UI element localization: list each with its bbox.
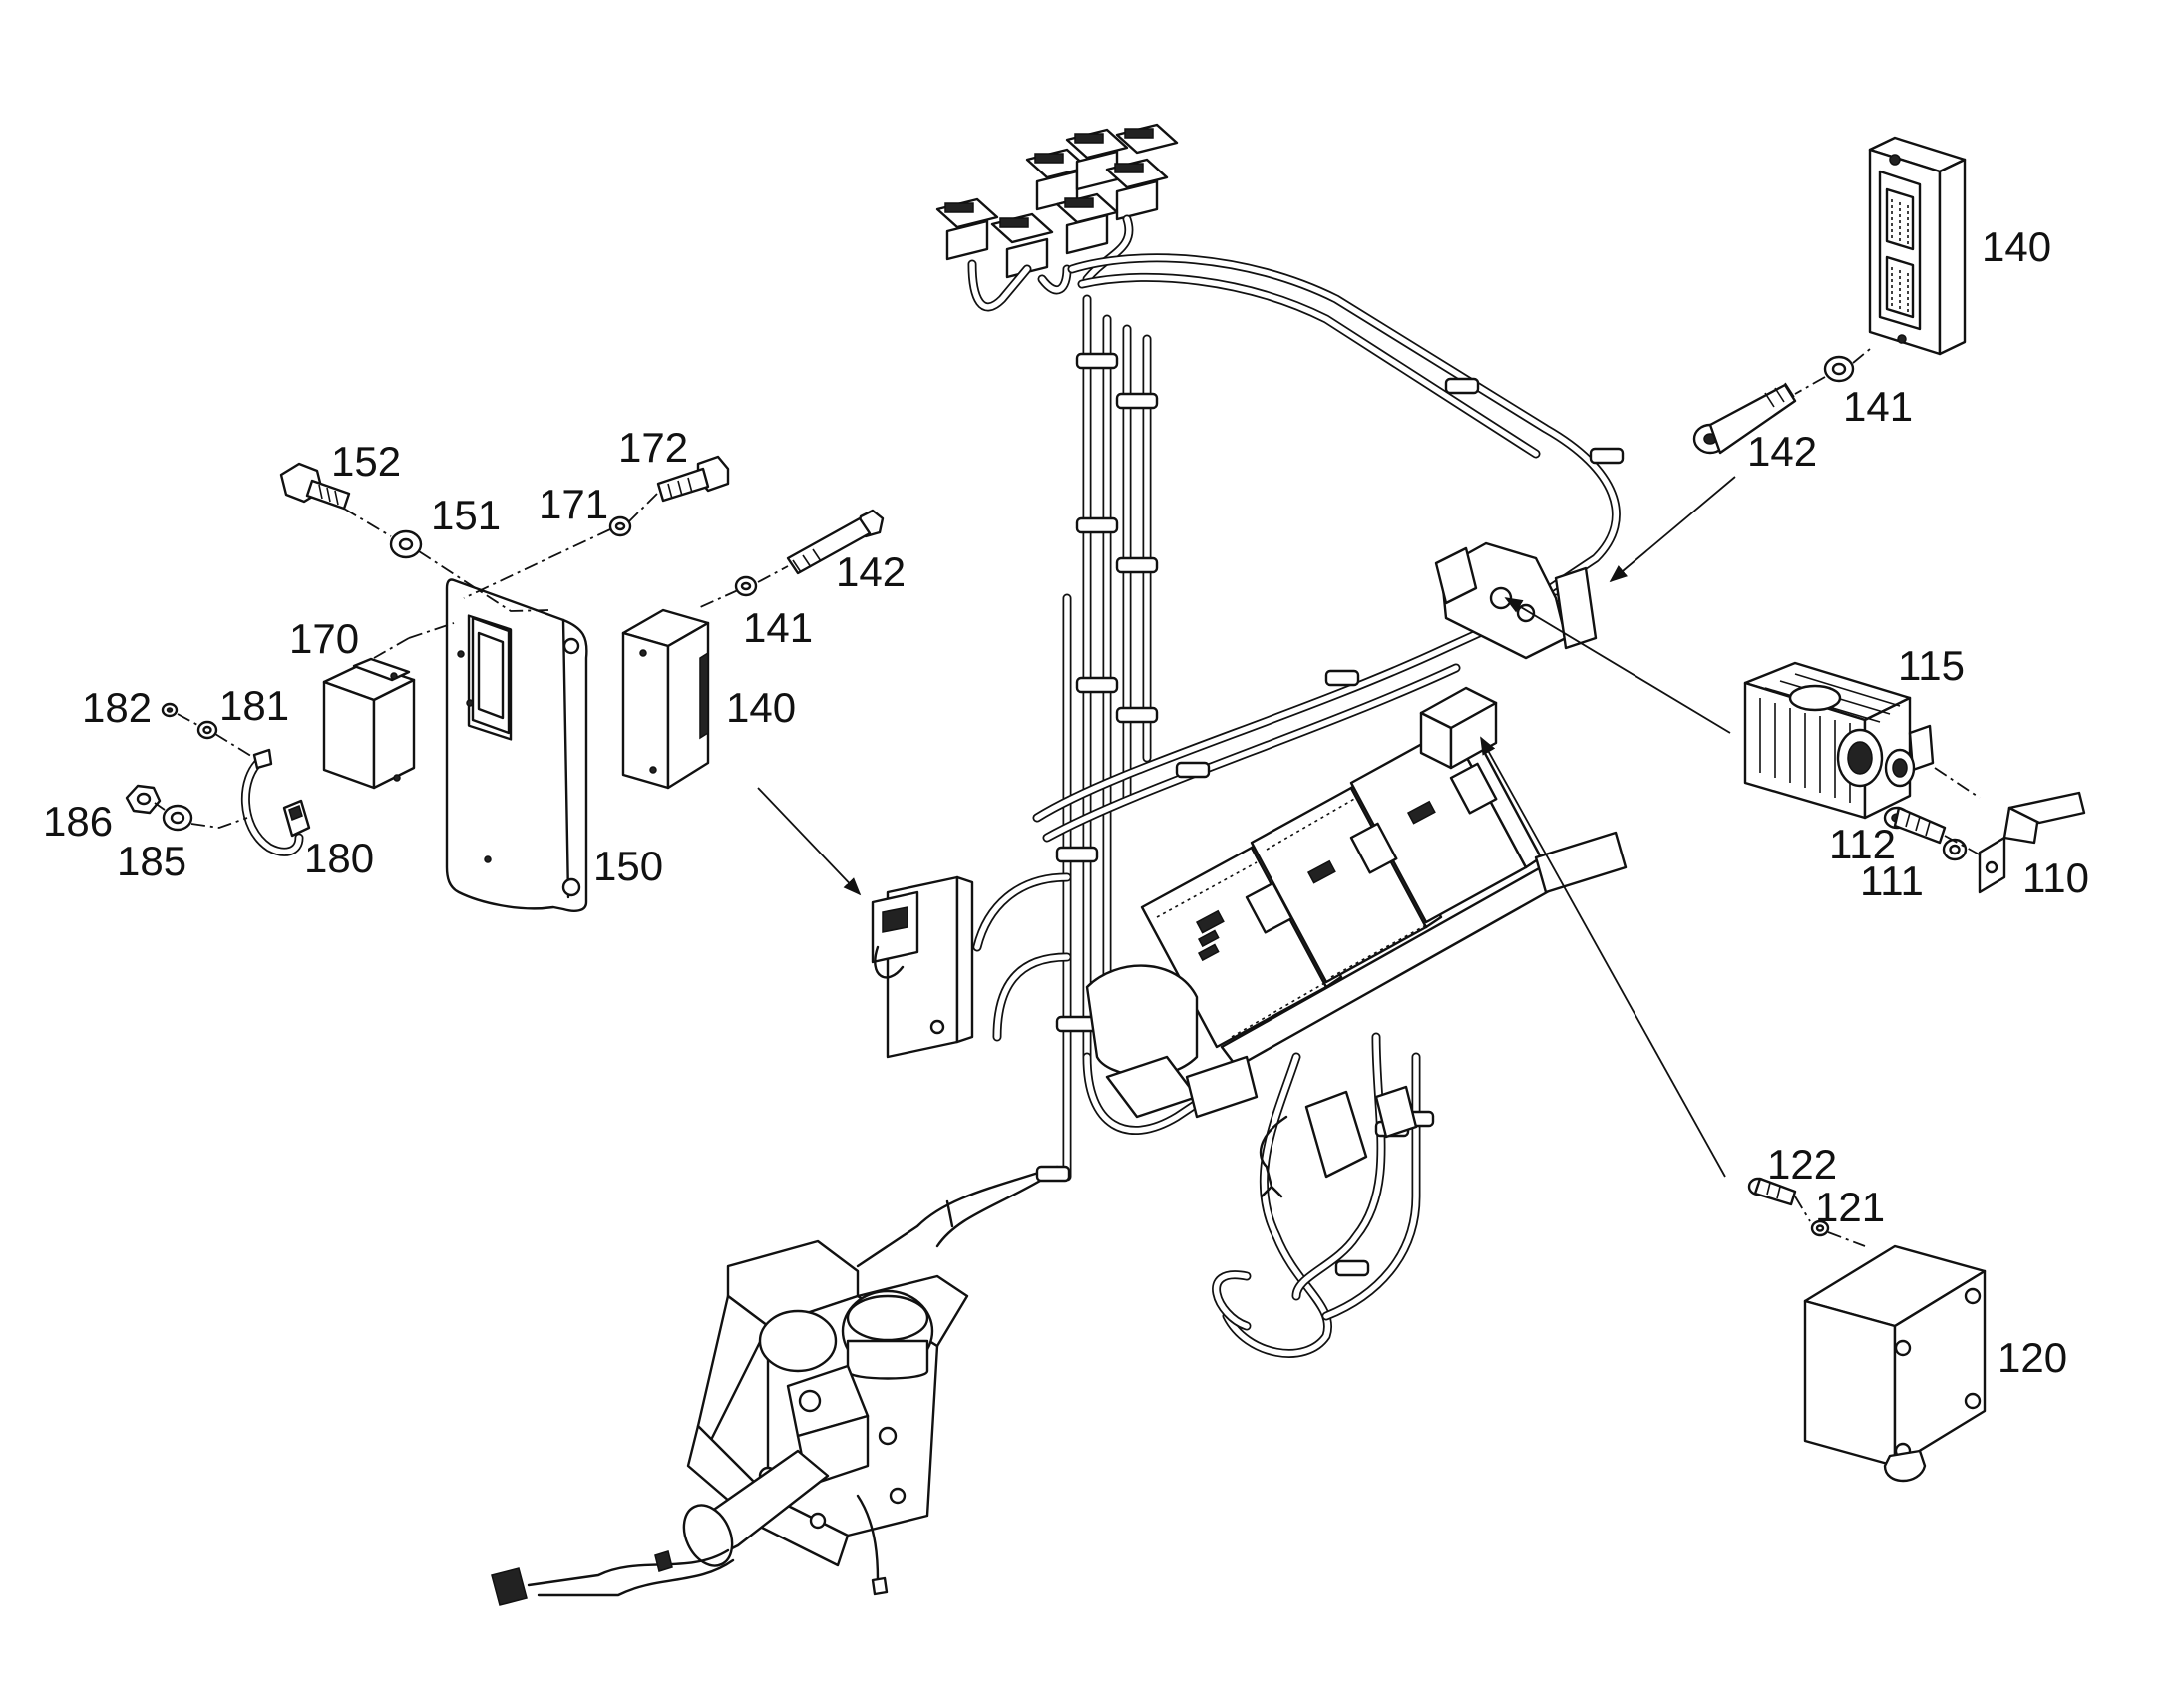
label-170: 170 — [289, 615, 359, 662]
assembly-arrows — [757, 476, 1736, 1178]
bracket-plate-150 — [445, 578, 588, 912]
nut-182 — [161, 702, 179, 718]
label-140-right: 140 — [1982, 223, 2051, 270]
washer-141-right — [1823, 355, 1855, 383]
label-171: 171 — [539, 481, 608, 527]
junction-box-120 — [1803, 1244, 1987, 1483]
label-140-left: 140 — [726, 684, 796, 731]
washer-141-left — [734, 575, 758, 597]
washer-121 — [1810, 1219, 1830, 1237]
label-115: 115 — [1898, 642, 1965, 689]
work-light-115 — [1743, 661, 1935, 820]
label-120: 120 — [1998, 1334, 2067, 1381]
label-150: 150 — [593, 843, 663, 889]
label-122: 122 — [1767, 1141, 1837, 1188]
part-labels: 140 141 142 115 112 111 110 122 121 120 … — [43, 223, 2089, 1381]
label-111: 111 — [1860, 857, 1924, 904]
horn-bracket-assembly — [491, 1239, 969, 1606]
relay-140-left — [621, 608, 710, 790]
bracket-110 — [1978, 791, 2086, 894]
washer-181 — [196, 720, 218, 740]
connector-140-right — [1868, 136, 1967, 356]
label-121: 121 — [1815, 1184, 1885, 1230]
label-172: 172 — [618, 424, 688, 471]
bolt-152 — [279, 462, 351, 511]
harness-connector-cluster — [935, 123, 1179, 279]
bolt-112 — [1883, 806, 1947, 845]
label-110: 110 — [2022, 854, 2089, 901]
screw-172 — [656, 455, 730, 503]
label-112: 112 — [1829, 821, 1896, 867]
label-141-left: 141 — [743, 604, 813, 651]
label-182: 182 — [82, 684, 152, 731]
washer-151 — [389, 529, 423, 559]
controller-modules — [1140, 686, 1628, 1069]
harness-lower-brackets — [1085, 964, 1418, 1198]
harness-left-bracket — [871, 875, 974, 1059]
assembly-centerlines — [154, 348, 1986, 1247]
bolt-142-right — [1692, 382, 1797, 455]
washer-171 — [608, 515, 632, 537]
label-180: 180 — [304, 835, 374, 881]
flasher-170 — [322, 657, 416, 790]
label-151: 151 — [431, 492, 501, 538]
wiring-harness — [491, 123, 1628, 1606]
jumper-lead-180 — [240, 748, 311, 856]
screw-122 — [1747, 1177, 1797, 1206]
washer-185 — [162, 804, 193, 832]
harness-cables — [856, 214, 1621, 1358]
harness-upper-right-bracket — [1434, 541, 1598, 660]
label-142-left: 142 — [836, 548, 906, 595]
label-181: 181 — [219, 682, 289, 729]
label-152: 152 — [331, 438, 401, 485]
label-141-right: 141 — [1843, 383, 1913, 430]
label-186: 186 — [43, 798, 113, 845]
label-142-right: 142 — [1747, 428, 1817, 475]
washer-111 — [1942, 838, 1968, 861]
bolt-142-left — [786, 509, 885, 575]
nut-186 — [125, 784, 162, 815]
label-185: 185 — [117, 838, 186, 884]
